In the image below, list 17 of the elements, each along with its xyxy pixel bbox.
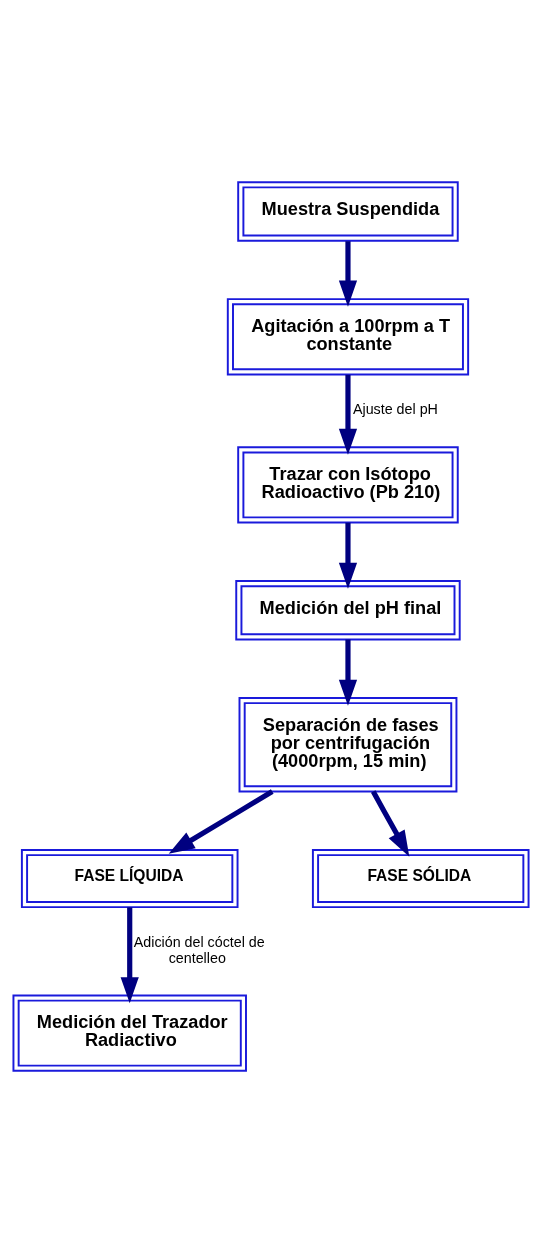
node-box: Muestra Suspendida	[237, 180, 459, 242]
arrow	[338, 522, 358, 589]
arrow	[338, 374, 358, 455]
node-box: Separación de fases por centrifugación (4000rpm, 15 min)	[238, 696, 458, 792]
arrow	[168, 788, 274, 854]
node-box: Medición del Trazador Radiactivo	[12, 993, 247, 1072]
edge-label: Adición del cóctel de centelleo	[133, 933, 265, 966]
node-box: Trazar con Isótopo Radioactivo (Pb 210)	[237, 445, 459, 524]
arrow	[120, 906, 139, 1003]
arrow	[338, 240, 358, 307]
arrow	[370, 789, 410, 857]
node-box: Agitación a 100rpm a T constante	[226, 297, 470, 375]
node-box: FASE LÍQUIDA	[20, 848, 239, 908]
node-box: FASE SÓLIDA	[311, 848, 530, 908]
node-box: Medición del pH final	[235, 579, 461, 640]
arrow	[338, 639, 358, 706]
edge-label: Ajuste del pH	[352, 400, 438, 417]
